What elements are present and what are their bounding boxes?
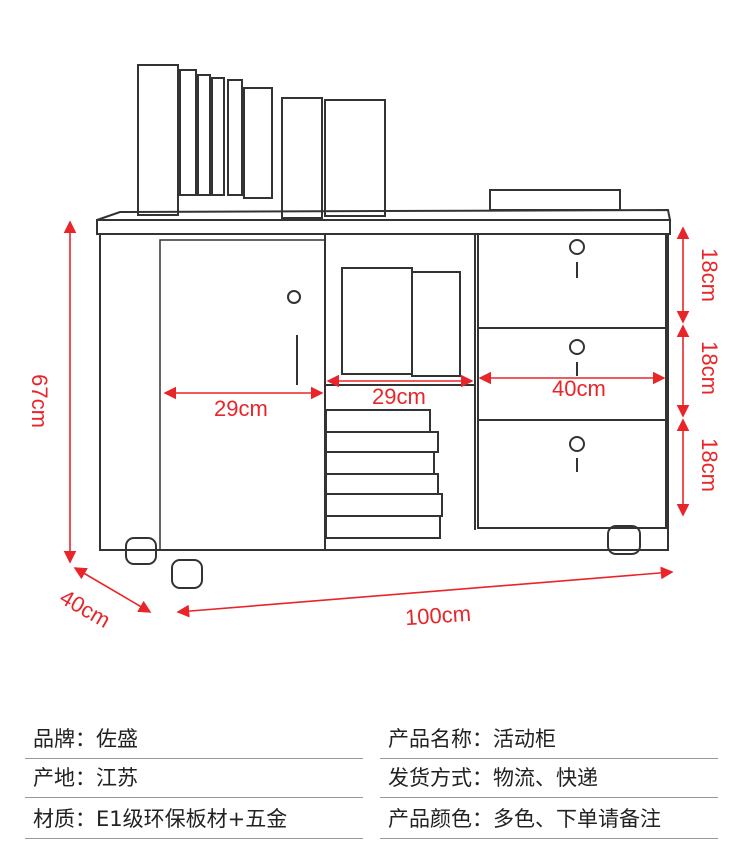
spec-brand: 品牌：佐盛 [25, 721, 363, 759]
spec-sep: ： [75, 766, 96, 790]
spec-value: 佐盛 [96, 727, 138, 751]
spec-value: 活动柜 [493, 727, 556, 751]
spec-label: 产地 [33, 766, 75, 790]
cabinet-drawing [63, 64, 690, 618]
height-label: 67cm [26, 374, 52, 428]
shelf-width-label: 29cm [372, 384, 426, 409]
spec-value: E1级环保板材+五金 [96, 807, 288, 831]
spec-shipping: 发货方式：物流、快递 [380, 760, 718, 798]
spec-label: 品牌 [33, 727, 75, 751]
spec-value: 多色、下单请备注 [493, 807, 661, 831]
drawer-width-label: 40cm [552, 376, 606, 401]
dimension-lines [63, 220, 690, 618]
width-label: 100cm [404, 600, 472, 631]
spec-material: 材质：E1级环保板材+五金 [25, 801, 363, 839]
drawer-height-label-1: 18cm [696, 248, 722, 302]
spec-label: 产品名称 [388, 727, 472, 751]
drawer-height-label-2: 18cm [696, 341, 722, 395]
spec-origin: 产地：江苏 [25, 760, 363, 798]
spec-product-name: 产品名称：活动柜 [380, 721, 718, 759]
spec-value: 物流、快递 [493, 766, 598, 790]
spec-sep: ： [472, 807, 493, 831]
spec-label: 产品颜色 [388, 807, 472, 831]
door-width-label: 29cm [214, 396, 268, 421]
spec-label: 材质 [33, 807, 75, 831]
drawer-height-label-3: 18cm [696, 438, 722, 492]
spec-sep: ： [472, 727, 493, 751]
cabinet-outline [96, 64, 672, 589]
spec-value: 江苏 [96, 766, 138, 790]
spec-label: 发货方式 [388, 766, 472, 790]
spec-sep: ： [75, 807, 96, 831]
spec-color: 产品颜色：多色、下单请备注 [380, 801, 718, 839]
spec-sep: ： [472, 766, 493, 790]
spec-sep: ： [75, 727, 96, 751]
